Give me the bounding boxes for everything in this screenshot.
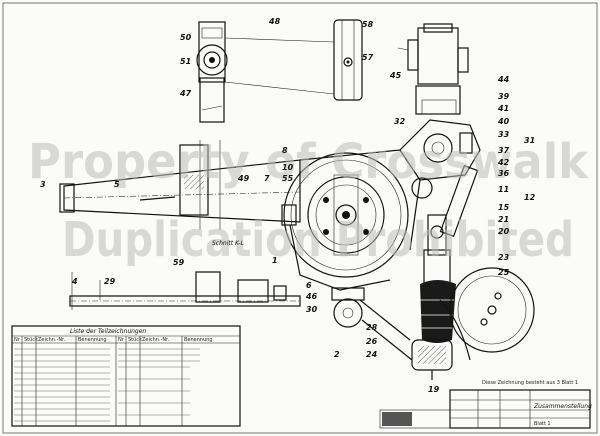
main-arm-assembly xyxy=(59,144,301,226)
part-label: 1 xyxy=(272,256,278,265)
part-label: 31 xyxy=(524,136,535,145)
part-label: 39 xyxy=(498,92,510,101)
section-label: Schnitt K-L xyxy=(212,240,244,247)
part-label: 45 xyxy=(389,71,402,80)
part-label: 37 xyxy=(498,146,510,155)
vertical-screw-column xyxy=(420,214,456,343)
part-label: 41 xyxy=(497,104,509,113)
parts-list-header: Nr xyxy=(118,337,125,343)
part-label: 57 xyxy=(362,53,374,62)
watermark-line-1: Property of Crosswalk xyxy=(28,134,589,190)
vertical-shaft xyxy=(199,140,221,230)
watermark-line-2: Duplication Prohibited xyxy=(62,212,574,268)
lower-joint-assembly xyxy=(331,287,453,380)
top-end-view xyxy=(196,21,228,123)
part-label: 24 xyxy=(366,350,378,359)
part-label: 6 xyxy=(306,281,312,290)
part-label: 20 xyxy=(498,227,510,236)
part-label: 49 xyxy=(237,174,250,183)
part-label: 33 xyxy=(498,130,510,139)
part-label: 51 xyxy=(180,57,191,66)
central-wheel-housing xyxy=(283,149,421,291)
part-label: 58 xyxy=(362,20,374,29)
part-label: 7 xyxy=(264,174,270,183)
lower-rail-section xyxy=(69,271,301,310)
part-label: 28 xyxy=(366,323,378,332)
parts-list-header: Nr xyxy=(14,337,21,343)
part-label: 59 xyxy=(173,258,185,267)
part-label: 47 xyxy=(179,89,192,98)
sheet-number: Blatt 1 xyxy=(534,421,551,427)
parts-list-header: Benennung xyxy=(78,337,107,343)
part-label: 10 xyxy=(282,163,294,172)
part-label: 46 xyxy=(305,292,318,301)
sheet-note: Diese Zeichnung besteht aus 3 Blatt 1 xyxy=(482,380,578,386)
part-label: 32 xyxy=(394,117,406,126)
part-label: 26 xyxy=(366,337,378,346)
watermark: Property of Crosswalk Duplication Prohib… xyxy=(28,134,589,268)
part-label: 40 xyxy=(497,117,510,126)
part-label: 29 xyxy=(104,277,116,286)
part-label: 25 xyxy=(498,268,510,277)
part-label: 15 xyxy=(498,203,510,212)
parts-list-title: Liste der Teilzeichnungen xyxy=(70,328,146,335)
part-label: 42 xyxy=(497,158,510,167)
part-label: 8 xyxy=(282,146,288,155)
part-label: 30 xyxy=(306,305,318,314)
part-label: 50 xyxy=(180,33,192,42)
part-label: 21 xyxy=(498,215,509,224)
top-motor-housing xyxy=(397,23,469,115)
part-label: 11 xyxy=(498,185,509,194)
part-number-labels: 50 48 58 51 57 45 47 44 39 41 40 32 33 3… xyxy=(40,17,536,394)
part-label: 2 xyxy=(334,350,340,359)
lower-right-wheel xyxy=(439,267,535,361)
part-label: 5 xyxy=(114,180,120,189)
drawing-title: Zusammenstellung xyxy=(533,403,592,410)
part-label: 36 xyxy=(498,169,510,178)
parts-list-header: Benennung xyxy=(184,337,213,343)
part-label: 3 xyxy=(40,180,46,189)
part-label: 23 xyxy=(498,253,510,262)
upper-right-gearbox xyxy=(399,119,481,238)
parts-list-header: Stück xyxy=(128,337,142,343)
part-label: 55 xyxy=(282,174,294,183)
part-label: 19 xyxy=(428,385,440,394)
parts-list-table: Liste der Teilzeichnungen Nr Stück Zeich… xyxy=(11,325,241,427)
part-label: 48 xyxy=(268,17,281,26)
part-label: 12 xyxy=(524,193,536,202)
parts-list-header: Stück xyxy=(24,337,38,343)
part-label: 4 xyxy=(71,277,78,286)
title-block: Zusammenstellung Blatt 1 xyxy=(379,389,592,429)
parts-list-header: Zeichn.-Nr. xyxy=(38,337,66,343)
parts-list-header: Zeichn.-Nr. xyxy=(142,337,170,343)
top-pulley-view xyxy=(224,19,363,101)
part-label: 44 xyxy=(497,75,510,84)
